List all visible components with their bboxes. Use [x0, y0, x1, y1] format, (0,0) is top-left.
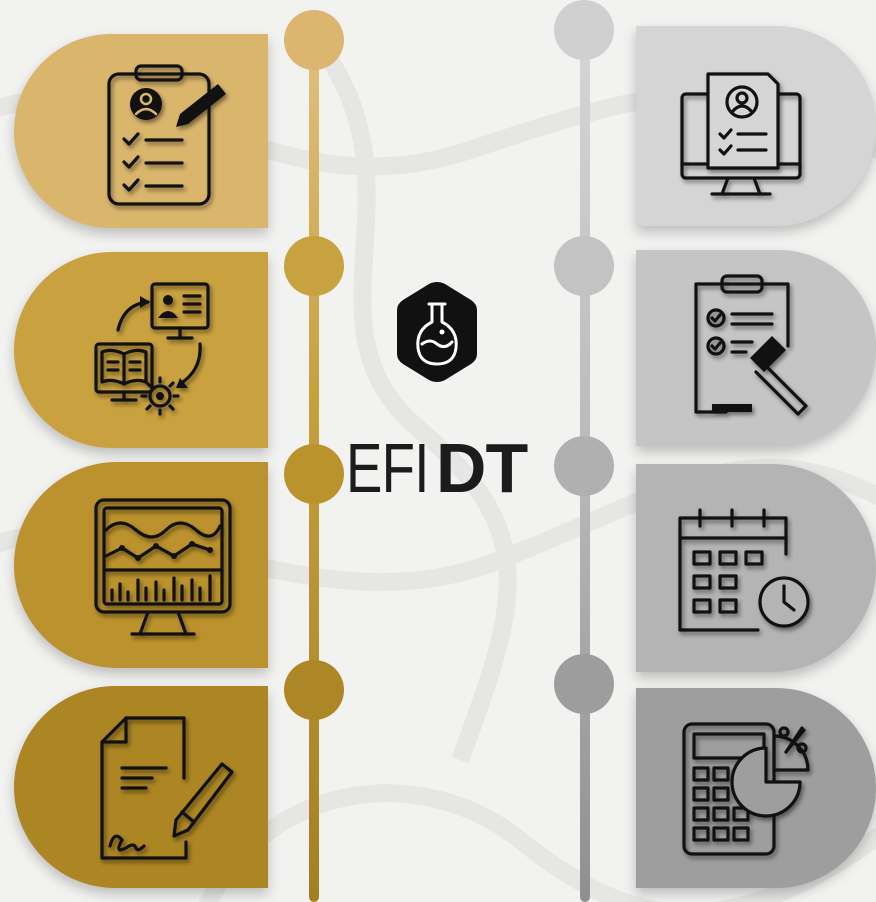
calculator-pie-chart-icon — [666, 712, 816, 862]
clipboard-judge-gavel-icon — [666, 270, 816, 420]
logo-text-bold: DT — [435, 429, 528, 507]
left-timeline-dot — [284, 660, 344, 720]
right-timeline-dot — [554, 436, 614, 496]
left-timeline-dot — [284, 444, 344, 504]
document-signing-pen-icon — [84, 712, 234, 862]
left-timeline-dot — [284, 10, 344, 70]
left-step-card-4 — [14, 686, 268, 888]
right-step-card-3 — [636, 464, 876, 672]
online-learning-exchange-icon — [84, 272, 234, 422]
right-timeline-dot — [554, 654, 614, 714]
computer-resume-icon — [666, 54, 816, 204]
right-timeline-dot — [554, 236, 614, 296]
right-timeline-dot — [554, 0, 614, 60]
right-step-card-2 — [636, 250, 876, 446]
right-step-card-1 — [636, 26, 876, 226]
left-step-card-2 — [14, 252, 268, 448]
monitor-charts-icon — [84, 492, 234, 642]
clipboard-profile-checklist-icon — [84, 56, 234, 206]
right-step-card-4 — [636, 688, 876, 888]
calendar-clock-icon — [666, 494, 816, 644]
left-step-card-1 — [14, 34, 268, 228]
left-step-card-3 — [14, 462, 268, 668]
logo-text-light: EFI — [346, 429, 429, 507]
flask-hexagon-icon — [397, 282, 477, 382]
left-timeline-dot — [284, 236, 344, 296]
